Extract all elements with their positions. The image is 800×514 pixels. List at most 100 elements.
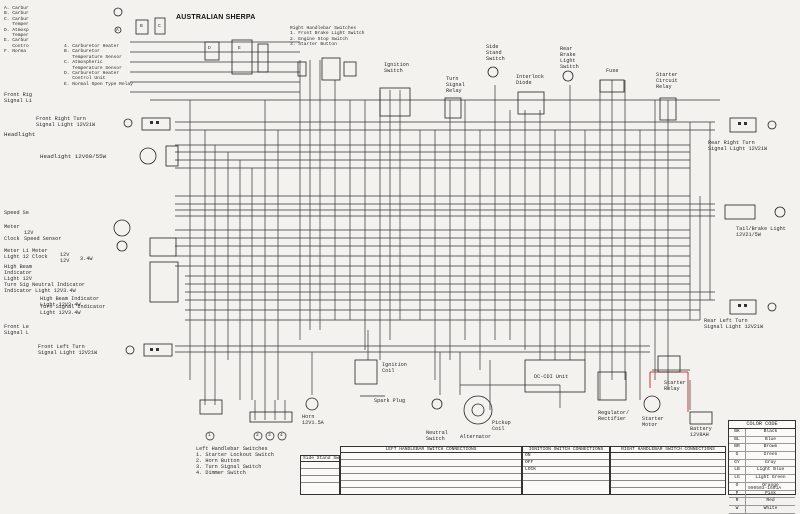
ignition-table-title: IGNITION SWITCH CONNECTIONS xyxy=(523,447,609,453)
turn-signal-relay-label: Turn Signal Relay xyxy=(446,76,465,94)
left-handlebar-table: LEFT HANDLEBAR SWITCH CONNECTIONS xyxy=(340,446,522,495)
color-code: W xyxy=(729,505,746,513)
speed-sensor-title: Speed Se xyxy=(4,210,29,216)
color-code: R xyxy=(729,498,746,505)
right-handlebar-table: RIGHT HANDLEBAR SWITCH CONNECTIONS xyxy=(610,446,726,495)
ignition-coil-label: Ignition Coil xyxy=(382,362,407,374)
color-code-row: LB Light Blue xyxy=(729,467,795,476)
headlight-label: Headlight xyxy=(4,131,36,138)
cdi-unit-label: DC-CDI Unit xyxy=(534,374,569,380)
speed-sensor-label: 12V Speed Sensor xyxy=(24,230,62,242)
color-name: Blue xyxy=(764,436,777,442)
turn-signal-indicator-rating: Turn Signal Indicator Light 12V3.4W xyxy=(40,304,106,316)
color-code-row: W White xyxy=(729,505,795,514)
side-stand-table-title: Side Stand Switch xyxy=(301,456,350,462)
color-name: Brown xyxy=(763,444,778,450)
turn-signal-indicator-label: Turn Sig Neutral Indicator Indicator Lig… xyxy=(4,282,85,294)
headlight-rating-label: Headlight 12V60/55W xyxy=(40,153,107,160)
pickup-coil-label: Pickup Coil xyxy=(492,420,511,432)
circle-number-4: 4 xyxy=(280,433,283,438)
rear-brake-switch-label: Rear Brake Light Switch xyxy=(560,46,579,70)
color-code-row: G Green xyxy=(729,452,795,460)
clock-label: Clock xyxy=(4,236,20,242)
marker-b: B xyxy=(140,24,143,29)
starter-relay-label: Starter Relay xyxy=(664,380,686,392)
color-name: Gray xyxy=(764,459,777,465)
color-code-row: O Orange xyxy=(729,482,795,491)
left-handlebar-legend: Left Handlebar Switches 1. Starter Locko… xyxy=(196,446,274,476)
color-code-row: BL Blue xyxy=(729,436,795,445)
color-name: Light Green xyxy=(755,475,786,481)
color-code: GY xyxy=(729,459,746,467)
color-name: Orange xyxy=(762,482,779,488)
rear-left-turn-label: Rear Left Turn Signal Light 12V21W xyxy=(704,318,764,330)
color-code-row: P Pink xyxy=(729,490,795,499)
tail-brake-light-label: Tail/Brake Light 12V21/5W xyxy=(736,226,786,238)
color-code: LG xyxy=(729,475,746,482)
rear-right-turn-label: Rear Right Turn Signal Light 12V21W xyxy=(708,140,768,152)
color-code-row: GY Gray xyxy=(729,459,795,468)
ignition-table: IGNITION SWITCH CONNECTIONS ON OFF LOCK xyxy=(522,446,610,495)
side-stand-switch-label: Side Stand Switch xyxy=(486,44,505,62)
color-code-row: BK Black xyxy=(729,429,795,437)
color-code-table: COLOR CODE BK Black BL Blue BR Brown G Green… xyxy=(728,420,796,514)
marker-a: A xyxy=(116,28,119,33)
color-code-row: R Red xyxy=(729,498,795,506)
color-code: G xyxy=(729,452,746,459)
color-code: P xyxy=(729,490,746,498)
legend-carb: 4. Carburetor Heater B. Carburetor Tempe… xyxy=(64,44,133,87)
circle-number-2: 2 xyxy=(256,433,259,438)
color-name: Green xyxy=(763,452,778,458)
marker-d: D xyxy=(208,46,211,51)
legend-right-handlebar: Right Handlebar Switches 1. Front Brake … xyxy=(290,26,365,48)
right-handlebar-table-title: RIGHT HANDLEBAR SWITCH CONNECTIONS xyxy=(611,447,725,453)
color-code-row: BR Brown xyxy=(729,444,795,453)
high-beam-label: High Beam Indicator Light 12V xyxy=(4,264,33,282)
color-code: LB xyxy=(729,467,746,475)
wiring-diagram xyxy=(113,7,786,441)
color-name: Black xyxy=(763,429,778,434)
fuse-label: Fuse xyxy=(606,68,619,74)
rating-3w-label: 3.4W xyxy=(80,256,93,262)
color-code-title: COLOR CODE xyxy=(729,421,795,429)
front-right-signal-label: Front Rig Signal Li xyxy=(4,92,33,104)
side-stand-table: Side Stand Switch xyxy=(300,455,350,495)
color-code: O xyxy=(729,482,746,490)
color-code: BK xyxy=(729,429,746,436)
color-code: BL xyxy=(729,436,746,444)
ignition-row-off: OFF xyxy=(523,460,609,467)
front-right-turn-label: Front Right Turn Signal Light 12V21W xyxy=(36,116,96,128)
horn-label: Horn 12V1.5A xyxy=(302,414,324,426)
regulator-label: Regulator/ Rectifier xyxy=(598,410,630,422)
starter-circuit-relay-label: Starter Circuit Relay xyxy=(656,72,678,90)
rating-12v-label: 12V 12V xyxy=(60,252,70,264)
diagram-title: AUSTRALIAN SHERPA xyxy=(176,14,256,21)
circle-number-3: 3 xyxy=(268,433,271,438)
marker-e: E xyxy=(238,46,241,51)
color-code: BR xyxy=(729,444,746,452)
front-left-turn-label: Front Left Turn Signal Light 12V21W xyxy=(38,344,98,356)
color-name: Pink xyxy=(764,490,777,496)
spark-plug-label: Spark Plug xyxy=(374,398,406,404)
meter-label: Meter xyxy=(4,224,20,230)
starter-motor-label: Starter Motor xyxy=(642,416,664,428)
color-name: Red xyxy=(766,498,775,504)
left-handlebar-table-title: LEFT HANDLEBAR SWITCH CONNECTIONS xyxy=(341,447,521,453)
neutral-switch-label: Neutral Switch xyxy=(426,430,448,442)
battery-label: Battery 12V8AH xyxy=(690,426,712,438)
color-code-row: LG Light Green xyxy=(729,475,795,483)
document-stamp: 990503-1601A xyxy=(748,486,782,491)
color-name: Light Blue xyxy=(756,467,785,473)
front-left-signal-label: Front Le Signal L xyxy=(4,324,29,336)
ignition-switch-label: Ignition Switch xyxy=(384,62,409,74)
marker-c: C xyxy=(158,24,161,29)
meter-light-label: Meter Li Meter Light 12 Clock xyxy=(4,248,48,260)
legend-top-left: A. Carbur B. Carbur C. Carbur Temper D. … xyxy=(4,6,29,55)
interlock-diode-label: Interlock Diode xyxy=(516,74,545,86)
high-beam-indicator-label: High Beam Indicator Light 12V3.4W xyxy=(40,296,100,308)
circle-number-1: 1 xyxy=(208,433,211,438)
alternator-label: Alternator xyxy=(460,434,492,440)
ignition-row-lock: LOCK xyxy=(523,467,609,474)
color-name: White xyxy=(763,505,778,511)
ignition-row-on: ON xyxy=(523,453,609,460)
